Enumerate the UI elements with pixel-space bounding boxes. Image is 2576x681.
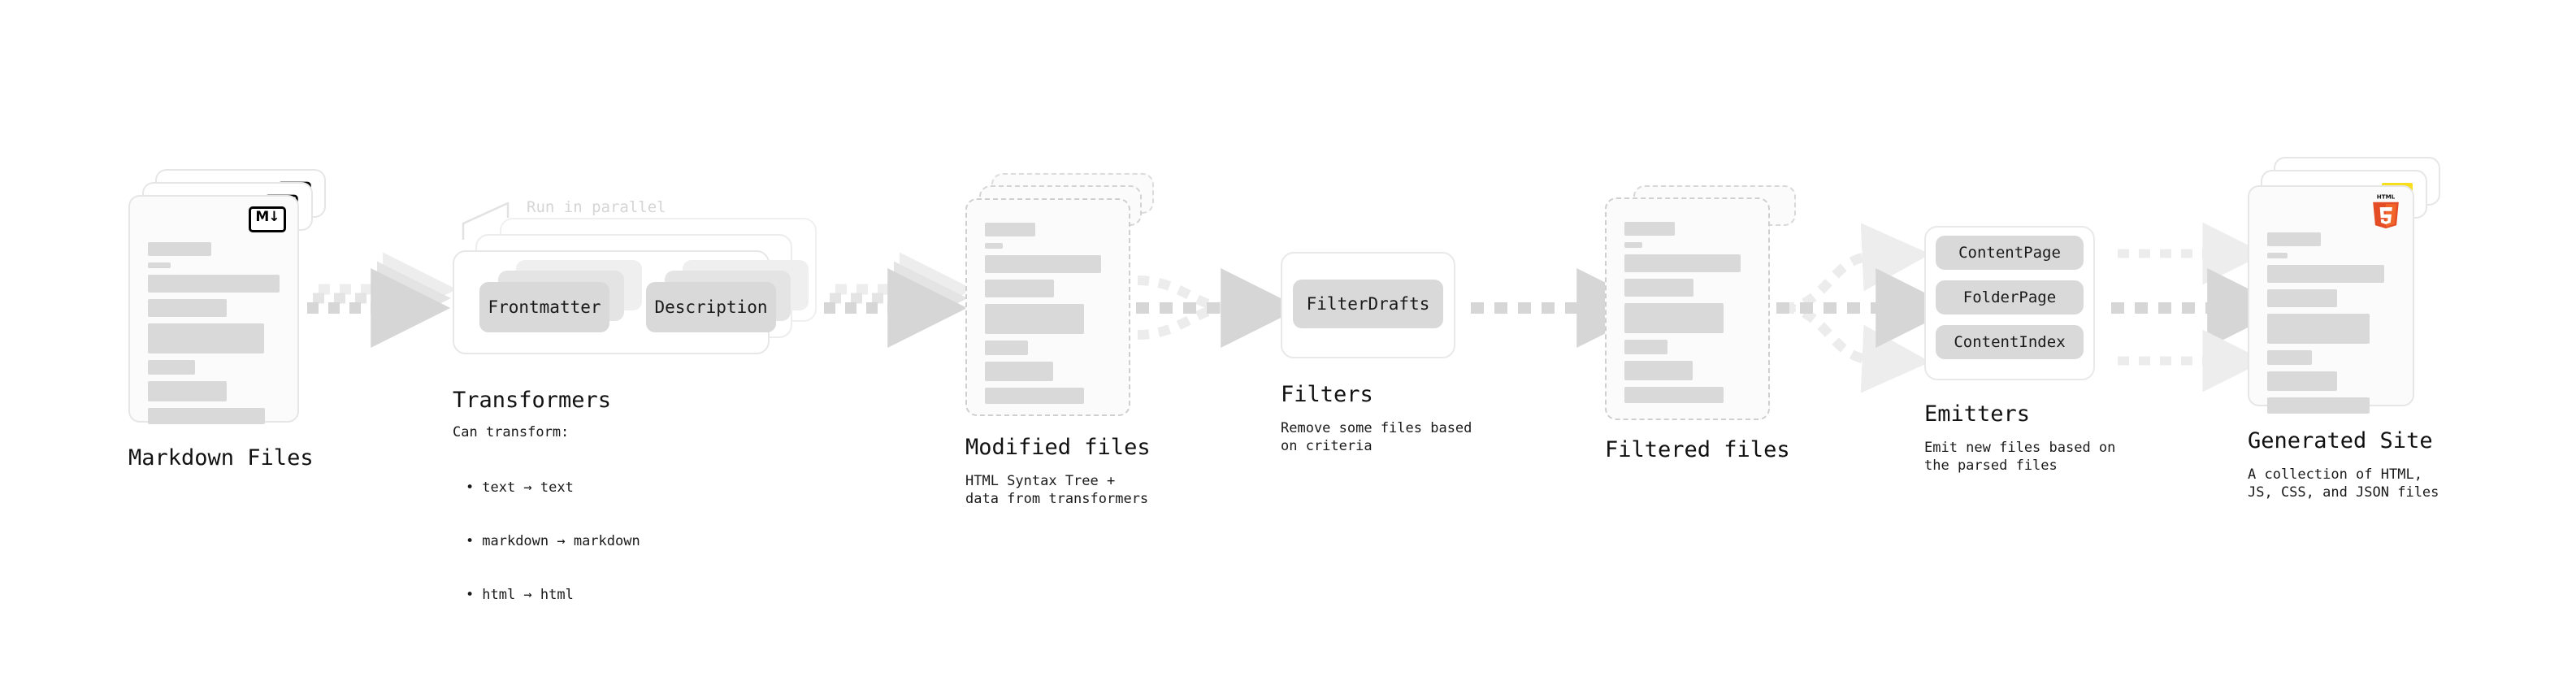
- transformers-bullet: markdown → markdown: [466, 532, 640, 550]
- transformer-chip-description[interactable]: Description: [646, 282, 776, 332]
- modified-card-front[interactable]: [965, 198, 1130, 416]
- skeleton-bar: [985, 243, 1003, 249]
- skeleton-bar: [1624, 340, 1667, 354]
- skeleton-bar: [148, 323, 264, 354]
- emitters-subtitle: Emit new files based on the parsed files: [1924, 440, 2116, 474]
- skeleton-bar: [148, 262, 171, 268]
- skeleton-bar: [2267, 289, 2338, 307]
- skeleton-bar: [1624, 387, 1724, 403]
- arrow-filtered-to-emitters: [1776, 223, 1956, 393]
- transformers-subtitle: Can transform:: [453, 424, 570, 440]
- skeleton-lines: [1624, 222, 1750, 410]
- skeleton-bar: [2267, 371, 2338, 391]
- skeleton-bar: [985, 255, 1101, 273]
- emitters-title: Emitters: [1924, 401, 2031, 427]
- skeleton-bar: [985, 280, 1055, 297]
- skeleton-bar: [2267, 265, 2385, 283]
- transformers-title: Transformers: [453, 388, 612, 413]
- filter-chip-filterdrafts[interactable]: FilterDrafts: [1293, 280, 1443, 328]
- skeleton-bar: [985, 223, 1035, 236]
- filters-title: Filters: [1281, 382, 1373, 407]
- skeleton-bar: [1624, 222, 1675, 236]
- skeleton-bar: [148, 242, 211, 256]
- filtered-card-front[interactable]: [1605, 197, 1770, 420]
- skeleton-bar: [148, 408, 266, 424]
- modified-files-title: Modified files: [965, 435, 1151, 460]
- arrow-modified-to-filters: [1136, 268, 1301, 348]
- skeleton-bar: [1624, 254, 1741, 272]
- filters-subtitle: Remove some files based on criteria: [1281, 420, 1472, 454]
- skeleton-lines: [2267, 232, 2395, 420]
- run-in-parallel-annotation: Run in parallel: [527, 198, 666, 216]
- modified-files-subtitle: HTML Syntax Tree + data from transformer…: [965, 473, 1149, 507]
- skeleton-bar: [148, 381, 228, 401]
- arrow-markdown-to-transformers: [307, 252, 457, 348]
- generated-site-title: Generated Site: [2248, 428, 2433, 453]
- skeleton-bar: [148, 360, 196, 375]
- markdown-card-front[interactable]: M↓: [128, 195, 299, 424]
- html5-badge: HTML: [2370, 192, 2401, 229]
- skeleton-bar: [985, 340, 1028, 355]
- arrow-transformers-to-modified: [824, 252, 974, 348]
- svg-text:HTML: HTML: [2377, 193, 2396, 201]
- arrow-emitters-to-site: [2111, 222, 2288, 393]
- skeleton-bar: [2267, 350, 2312, 365]
- skeleton-bar: [985, 362, 1053, 381]
- skeleton-bar: [2267, 397, 2370, 414]
- emitter-chip-folderpage[interactable]: FolderPage: [1936, 280, 2084, 314]
- markdown-badge: M↓: [249, 206, 286, 232]
- skeleton-bar: [148, 299, 228, 317]
- skeleton-bar: [1624, 303, 1724, 333]
- emitter-chip-contentpage[interactable]: ContentPage: [1936, 236, 2084, 270]
- emitter-chip-contentindex[interactable]: ContentIndex: [1936, 325, 2084, 359]
- markdown-files-title: Markdown Files: [128, 445, 314, 471]
- skeleton-bar: [2267, 232, 2321, 246]
- skeleton-bar: [1624, 242, 1642, 248]
- skeleton-bar: [2267, 253, 2288, 258]
- skeleton-bar: [985, 304, 1085, 334]
- transformers-bullet: html → html: [466, 586, 640, 604]
- skeleton-lines: [985, 223, 1111, 410]
- skeleton-bar: [2267, 314, 2370, 344]
- skeleton-bar: [148, 275, 280, 293]
- skeleton-lines: [148, 242, 280, 431]
- filtered-files-title: Filtered files: [1605, 437, 1790, 462]
- transformer-chip-frontmatter[interactable]: Frontmatter: [479, 282, 609, 332]
- transformers-bullet-list: text → text markdown → markdown html → h…: [453, 443, 640, 640]
- skeleton-bar: [1624, 361, 1693, 380]
- generated-site-subtitle: A collection of HTML, JS, CSS, and JSON …: [2248, 466, 2439, 501]
- skeleton-bar: [1624, 279, 1694, 297]
- transformers-bullet: text → text: [466, 479, 640, 497]
- site-card-front[interactable]: HTML: [2248, 185, 2414, 414]
- skeleton-bar: [985, 388, 1085, 404]
